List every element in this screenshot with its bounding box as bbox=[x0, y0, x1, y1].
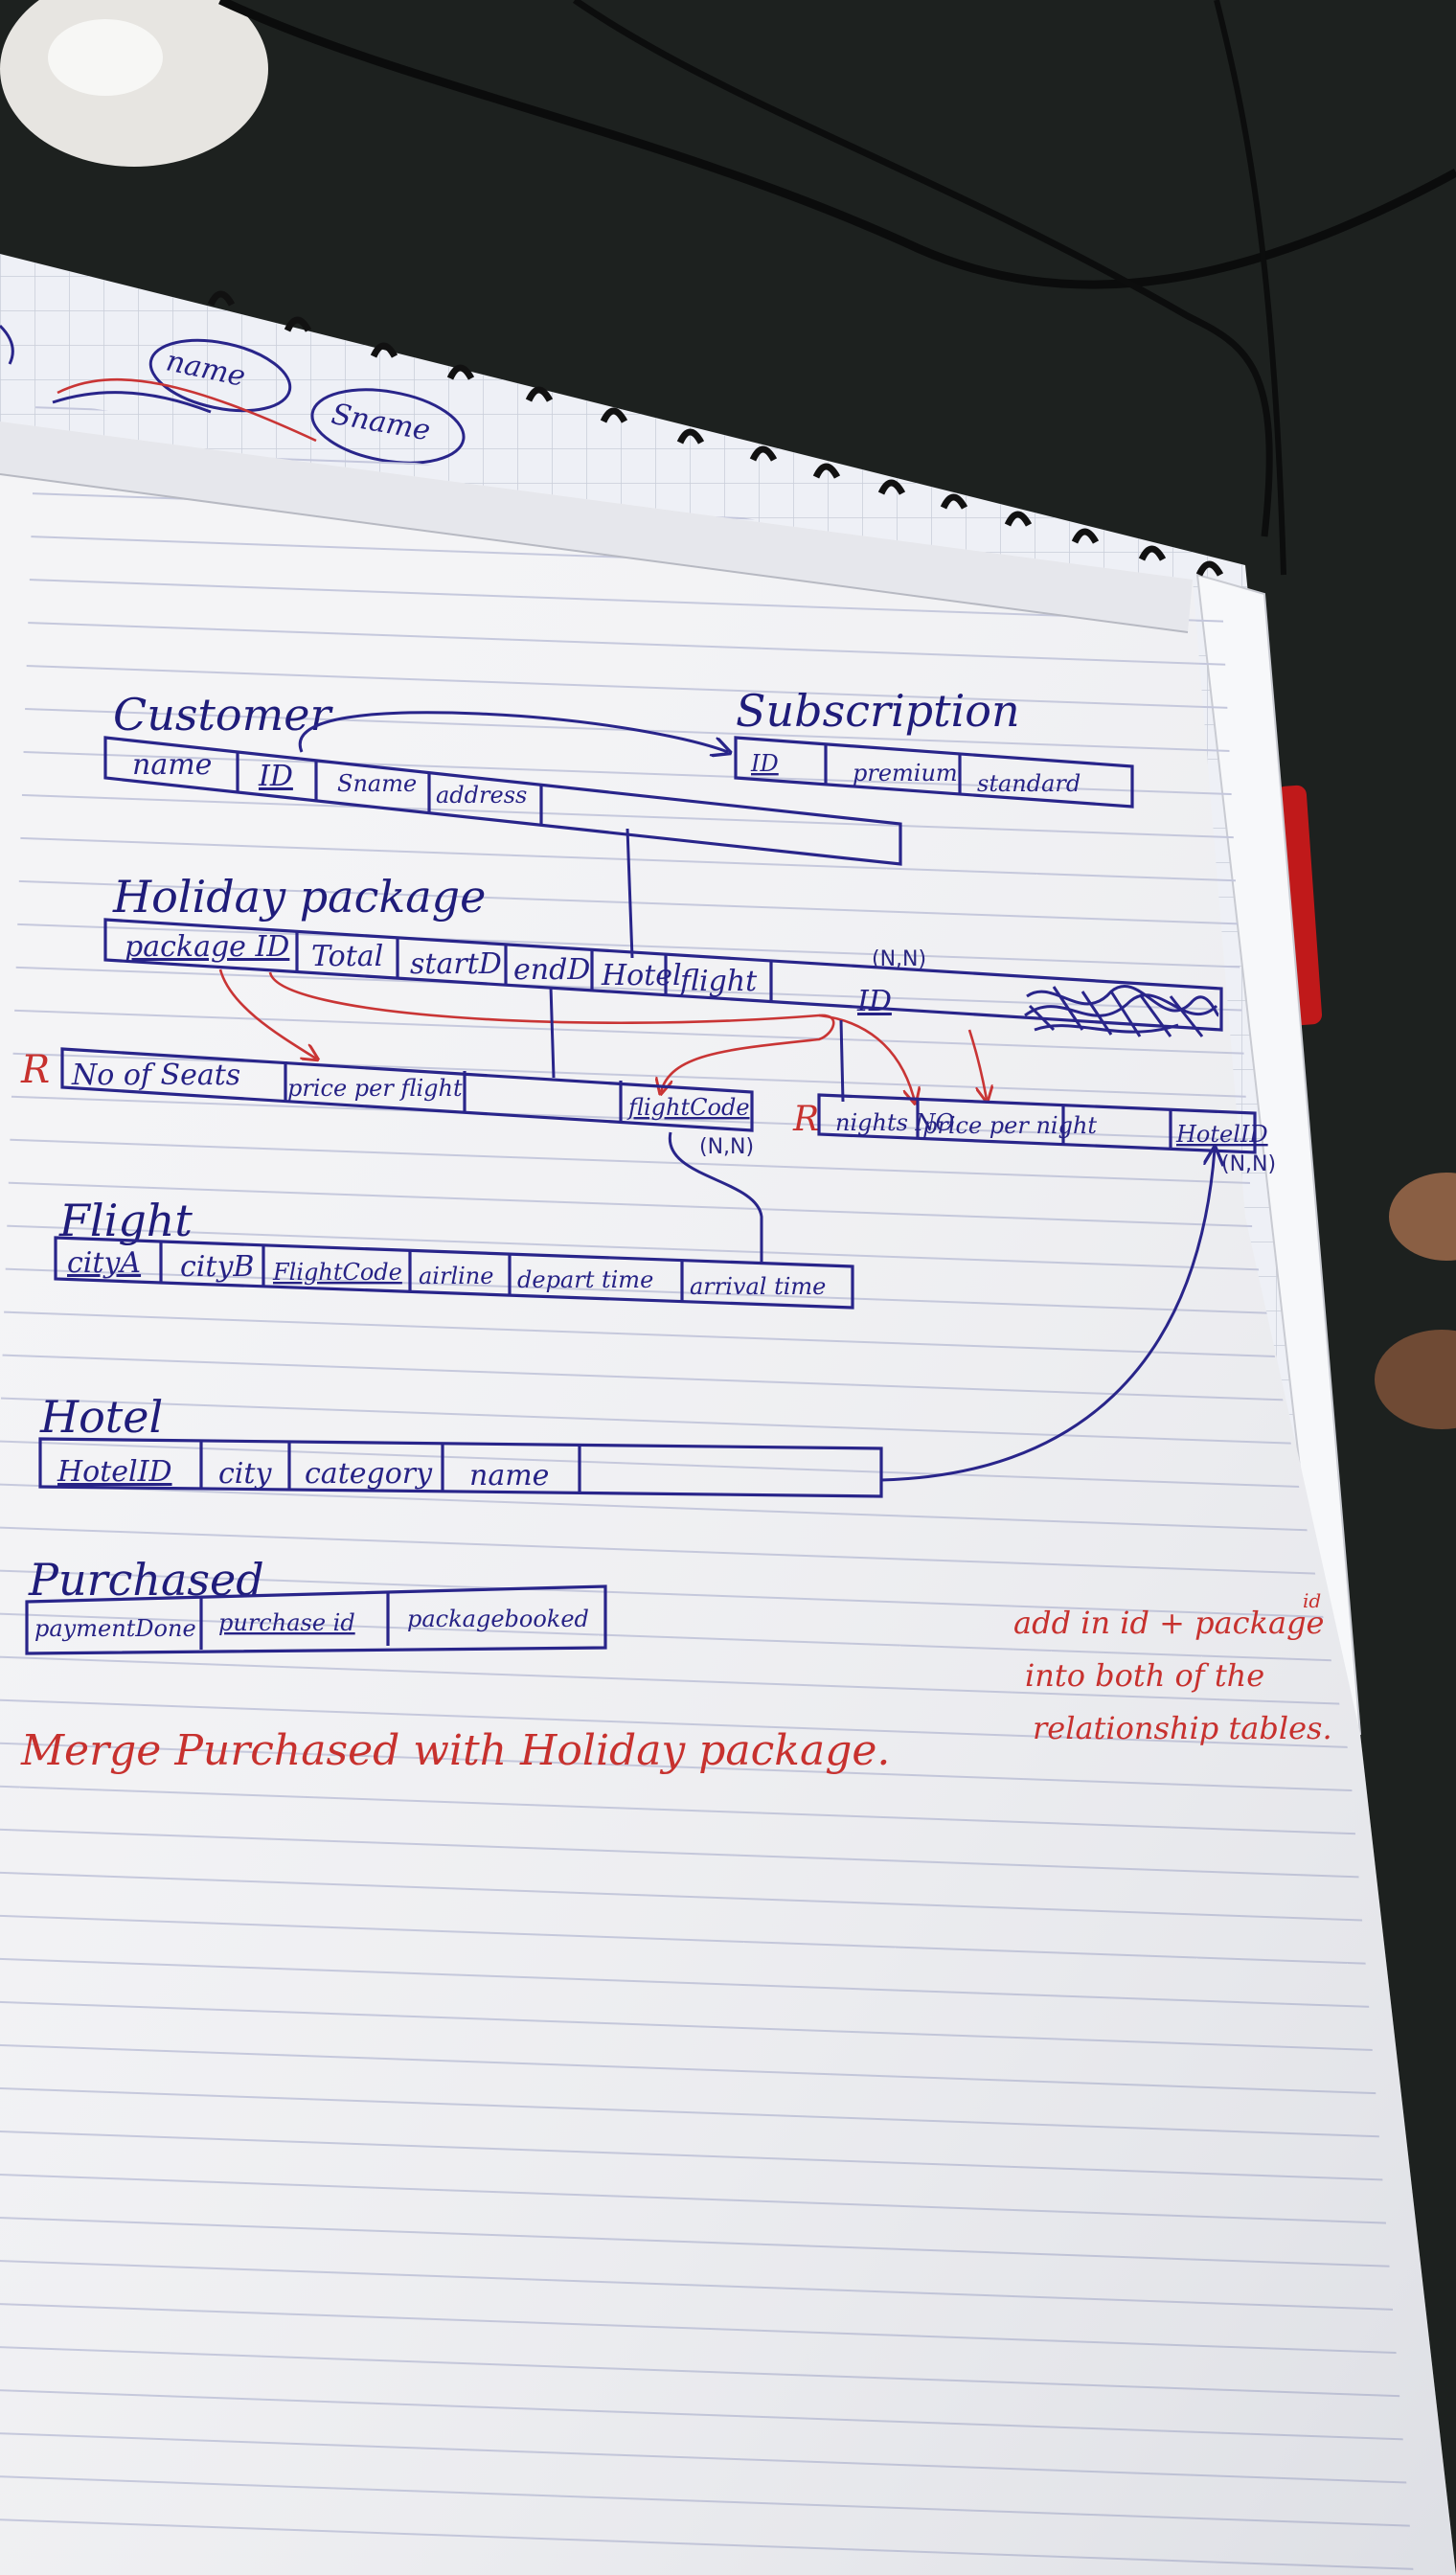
hotel-title: Hotel bbox=[39, 1391, 163, 1443]
nights-relation-field: nights NO bbox=[835, 1109, 955, 1136]
nights-relation-cardinality: (N,N) bbox=[1221, 1152, 1276, 1176]
holiday-package-table: Holiday package package ID Total startD … bbox=[103, 871, 1223, 1037]
holiday-package-title: Holiday package bbox=[112, 871, 486, 923]
nights-relation-field: price per night bbox=[922, 1112, 1097, 1139]
subscription-field: ID bbox=[750, 750, 779, 777]
holiday-package-cardinality: (N,N) bbox=[872, 947, 926, 971]
customer-field: Sname bbox=[337, 770, 417, 797]
merge-note: Merge Purchased with Holiday package. bbox=[20, 1726, 890, 1775]
scribble-out bbox=[1024, 984, 1220, 1037]
purchased-field: purchase id bbox=[218, 1609, 355, 1636]
flight-field: depart time bbox=[517, 1266, 653, 1293]
subscription-field: premium bbox=[853, 760, 958, 786]
add-id-note-line3: relationship tables. bbox=[1033, 1710, 1332, 1746]
holiday-package-field: Hotel bbox=[601, 959, 682, 992]
purchased-field: paymentDone bbox=[34, 1615, 196, 1642]
customer-title: Customer bbox=[113, 689, 333, 741]
flight-field: airline bbox=[419, 1263, 493, 1289]
subscription-field: standard bbox=[977, 770, 1081, 797]
add-id-note-superscript: id bbox=[1303, 1589, 1321, 1612]
nights-relation-table: R nights NO price per night HotelID (N,N… bbox=[792, 1093, 1276, 1176]
purchased-field: packagebooked bbox=[407, 1606, 589, 1632]
nights-relation-marker: R bbox=[792, 1100, 819, 1139]
nights-relation-key: HotelID bbox=[1175, 1121, 1268, 1148]
subscription-table: Subscription ID premium standard bbox=[734, 685, 1134, 809]
holiday-package-field: startD bbox=[410, 947, 502, 981]
flight-field: FlightCode bbox=[272, 1259, 402, 1286]
purchased-table: Purchased paymentDone purchase id packag… bbox=[25, 1554, 607, 1655]
hotel-field: HotelID bbox=[57, 1455, 172, 1489]
seats-relation-field: No of Seats bbox=[71, 1059, 240, 1092]
seats-relation-field: price per flight bbox=[287, 1075, 463, 1102]
seats-relation-cardinality: (N,N) bbox=[699, 1135, 754, 1159]
spiral-binding bbox=[207, 290, 1224, 577]
holiday-package-field: package ID bbox=[125, 930, 289, 964]
customer-field: name bbox=[132, 748, 212, 782]
flight-field: arrival time bbox=[690, 1273, 826, 1300]
red-pen bbox=[1275, 785, 1323, 1026]
holiday-package-field: flight bbox=[678, 965, 758, 998]
add-id-note-line2: into both of the bbox=[1025, 1657, 1264, 1694]
holiday-package-field: Total bbox=[311, 940, 383, 973]
holiday-package-field: endD bbox=[513, 953, 590, 987]
hotel-field: category bbox=[305, 1457, 433, 1491]
cable bbox=[573, 0, 1273, 537]
hotel-field: name bbox=[469, 1459, 549, 1493]
add-id-note: add in id + package id into both of the … bbox=[1013, 1589, 1332, 1746]
customer-table: Customer name ID Sname address bbox=[103, 689, 902, 866]
finger bbox=[1389, 1173, 1456, 1261]
flight-field: cityA bbox=[67, 1246, 141, 1280]
seats-relation-marker: R bbox=[20, 1048, 50, 1092]
subscription-title: Subscription bbox=[736, 685, 1020, 737]
flight-field: cityB bbox=[180, 1250, 254, 1284]
customer-field: address bbox=[436, 782, 527, 809]
holiday-package-id: ID bbox=[856, 985, 892, 1018]
seats-relation-table: R No of Seats price per flight flightCod… bbox=[20, 1047, 754, 1159]
hotel-field: city bbox=[218, 1457, 272, 1491]
flight-table: Flight cityA cityB FlightCode airline de… bbox=[54, 1195, 854, 1310]
cable bbox=[218, 0, 1456, 289]
add-id-note-line1: add in id + package bbox=[1013, 1605, 1324, 1641]
seats-relation-key: flightCode bbox=[626, 1094, 750, 1121]
hotel-table: Hotel HotelID city category name bbox=[38, 1391, 883, 1498]
customer-field: ID bbox=[258, 760, 293, 793]
